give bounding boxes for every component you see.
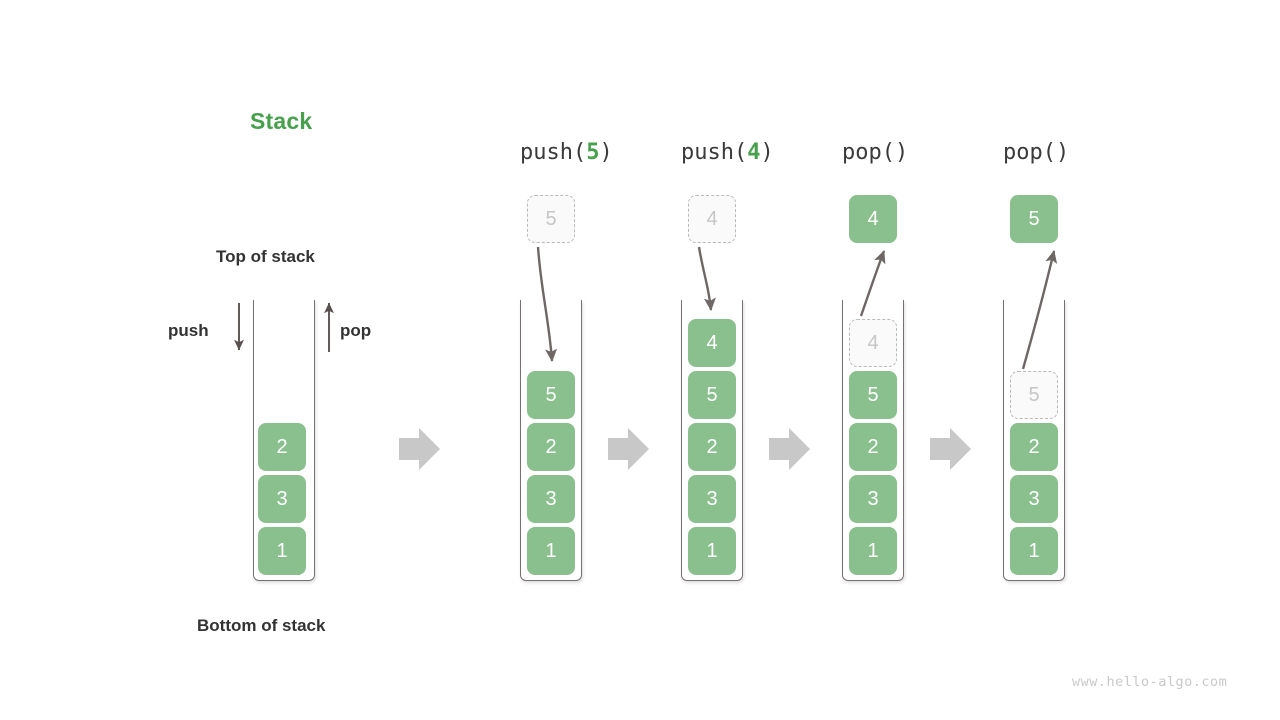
cell-value: 5 bbox=[867, 383, 879, 406]
stack-container-step-3 bbox=[1003, 300, 1065, 581]
operation-name: push( bbox=[520, 140, 587, 165]
cell-value: 1 bbox=[276, 539, 288, 562]
cell-value: 5 bbox=[1028, 383, 1040, 406]
stack-cell: 1 bbox=[1010, 527, 1058, 575]
floating-cell: 4 bbox=[849, 195, 897, 243]
stack-cell: 3 bbox=[258, 475, 306, 523]
cell-value: 4 bbox=[867, 207, 879, 230]
operation-paren-close: ) bbox=[894, 140, 909, 165]
cell-value: 4 bbox=[706, 207, 718, 230]
cell-value: 5 bbox=[545, 207, 557, 230]
stack-cell: 2 bbox=[688, 423, 736, 471]
operation-name: pop( bbox=[842, 140, 895, 165]
floating-cell: 4 bbox=[688, 195, 736, 243]
stack-container-initial bbox=[253, 300, 315, 581]
cell-value: 3 bbox=[276, 487, 288, 510]
push-label: push bbox=[168, 321, 209, 340]
floating-cell: 5 bbox=[1010, 195, 1058, 243]
stack-cell: 5 bbox=[688, 371, 736, 419]
cell-value: 5 bbox=[1028, 207, 1040, 230]
stack-cell: 4 bbox=[849, 319, 897, 367]
stack-cell: 2 bbox=[1010, 423, 1058, 471]
cell-value: 2 bbox=[1028, 435, 1040, 458]
stack-cell: 3 bbox=[849, 475, 897, 523]
stack-cell: 2 bbox=[258, 423, 306, 471]
operation-argument: 5 bbox=[586, 140, 600, 165]
cell-value: 1 bbox=[706, 539, 718, 562]
operation-label-3: pop() bbox=[1003, 140, 1069, 165]
stack-cell: 2 bbox=[849, 423, 897, 471]
operation-name: push( bbox=[681, 140, 748, 165]
cell-value: 5 bbox=[706, 383, 718, 406]
stack-container-step-2 bbox=[842, 300, 904, 581]
operation-paren-close: ) bbox=[760, 140, 774, 165]
cell-value: 3 bbox=[867, 487, 879, 510]
operation-label-1: push(4) bbox=[681, 140, 774, 165]
stack-cell: 3 bbox=[688, 475, 736, 523]
stack-container-step-1 bbox=[681, 300, 743, 581]
cell-value: 4 bbox=[867, 331, 879, 354]
stack-cell: 1 bbox=[688, 527, 736, 575]
pop-label: pop bbox=[340, 321, 372, 340]
stack-cell: 3 bbox=[1010, 475, 1058, 523]
top-of-stack-label: Top of stack bbox=[216, 247, 315, 266]
flow-arrow-1 bbox=[608, 428, 649, 470]
cell-value: 1 bbox=[545, 539, 557, 562]
cell-value: 1 bbox=[1028, 539, 1040, 562]
flow-arrow-0 bbox=[399, 428, 440, 470]
cell-value: 2 bbox=[276, 435, 288, 458]
stack-cell: 3 bbox=[527, 475, 575, 523]
stack-cell: 1 bbox=[527, 527, 575, 575]
cell-value: 3 bbox=[545, 487, 557, 510]
flow-arrow-2 bbox=[769, 428, 810, 470]
operation-name: pop( bbox=[1003, 140, 1056, 165]
operation-label-2: pop() bbox=[842, 140, 908, 165]
cell-value: 1 bbox=[867, 539, 879, 562]
stack-cell: 1 bbox=[258, 527, 306, 575]
cell-value: 4 bbox=[706, 331, 718, 354]
stack-cell: 4 bbox=[688, 319, 736, 367]
stack-cell: 5 bbox=[849, 371, 897, 419]
page-title: Stack bbox=[250, 108, 313, 134]
operation-paren-close: ) bbox=[1055, 140, 1070, 165]
bottom-of-stack-label: Bottom of stack bbox=[197, 616, 326, 635]
stack-container-step-0 bbox=[520, 300, 582, 581]
stack-cell: 5 bbox=[1010, 371, 1058, 419]
floating-cell: 5 bbox=[527, 195, 575, 243]
watermark: www.hello-algo.com bbox=[1072, 674, 1228, 690]
cell-value: 3 bbox=[1028, 487, 1040, 510]
operation-argument: 4 bbox=[747, 140, 761, 165]
cell-value: 2 bbox=[545, 435, 557, 458]
operation-paren-close: ) bbox=[599, 140, 613, 165]
flow-arrow-3 bbox=[930, 428, 971, 470]
cell-value: 2 bbox=[867, 435, 879, 458]
stack-cell: 5 bbox=[527, 371, 575, 419]
stack-cell: 1 bbox=[849, 527, 897, 575]
stack-cell: 2 bbox=[527, 423, 575, 471]
cell-value: 3 bbox=[706, 487, 718, 510]
operation-label-0: push(5) bbox=[520, 140, 613, 165]
cell-value: 5 bbox=[545, 383, 557, 406]
cell-value: 2 bbox=[706, 435, 718, 458]
